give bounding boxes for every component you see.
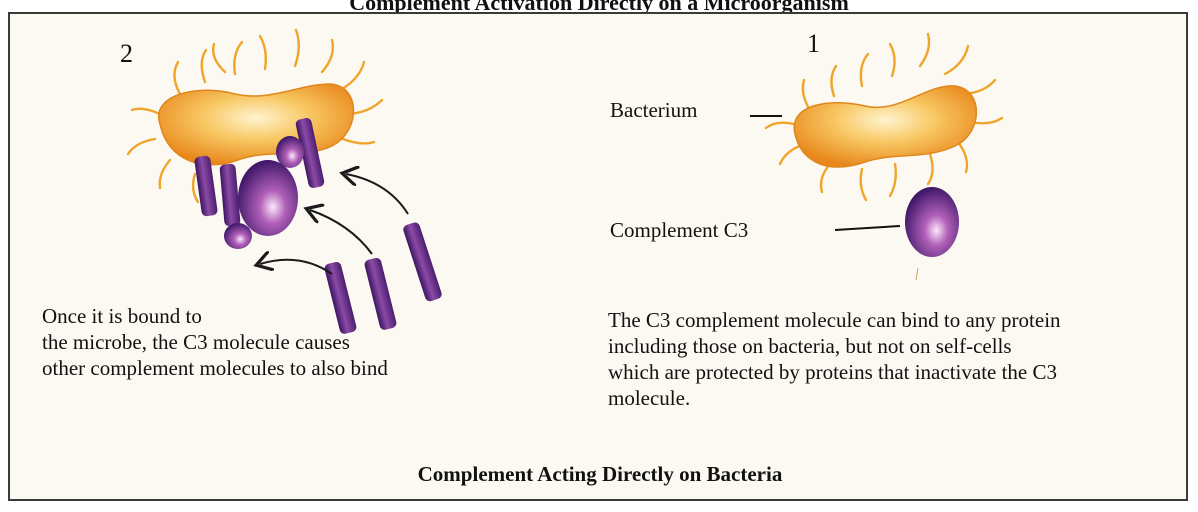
diagram-panel: 2 1 Bacterium Complement C3 Once it is b… [8, 12, 1188, 501]
panel-1-number: 1 [807, 32, 820, 56]
pencil-mark [916, 268, 918, 280]
left-caption-line: Once it is bound to [42, 304, 202, 328]
left-caption-line: the microbe, the C3 molecule causes [42, 330, 350, 354]
bacterium-illustration-free [766, 34, 1002, 200]
diagram-artwork [10, 14, 1186, 499]
left-caption-line: other complement molecules to also bind [42, 356, 388, 380]
right-caption-line: including those on bacteria, but not on … [608, 334, 1012, 358]
complement-c3-label: Complement C3 [610, 218, 748, 242]
right-caption-line: The C3 complement molecule can bind to a… [608, 308, 1061, 332]
panel-2-number: 2 [120, 42, 133, 66]
figure-caption: Complement Acting Directly on Bacteria [10, 462, 1190, 486]
right-caption-line: molecule. [608, 386, 690, 410]
right-caption-line: which are protected by proteins that ina… [608, 360, 1057, 384]
free-complement-molecules [324, 221, 443, 335]
bacterium-label: Bacterium [610, 98, 697, 122]
complement-c3-molecule [905, 187, 959, 257]
